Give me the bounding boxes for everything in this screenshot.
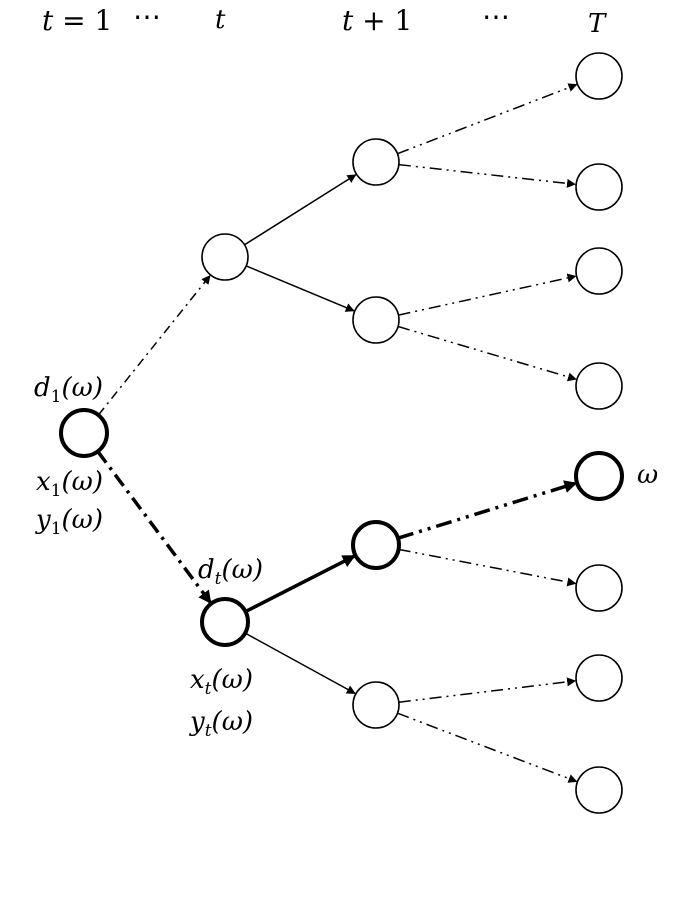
edge-t1_c-to-leaf_5 xyxy=(397,480,578,540)
leaf-node-6 xyxy=(575,564,623,612)
leaf-node-omega xyxy=(574,451,624,501)
leaf-node-2 xyxy=(575,163,623,211)
edge-t_lower-to-t1_d xyxy=(244,632,356,695)
edge-t1_b-to-leaf_4 xyxy=(397,325,577,382)
stage-t-decision-label: dt(ω) xyxy=(198,555,263,589)
root-state-y-label: y1(ω) xyxy=(35,505,103,539)
stage-header-T: T xyxy=(588,9,607,39)
stage-t1-node-d xyxy=(352,681,400,729)
stage-t1-node-b xyxy=(352,296,400,344)
leaf-node-4 xyxy=(575,362,623,410)
tree-nodes xyxy=(59,52,624,814)
edge-t_lower-to-t1_c xyxy=(244,554,356,614)
stage-t-node-upper xyxy=(201,233,249,281)
root-decision-label: d1(ω) xyxy=(34,373,103,407)
edge-t_upper-to-t1_b xyxy=(245,265,355,312)
stage-t-state-x-label: xt(ω) xyxy=(190,665,253,699)
edge-t1_d-to-leaf_8 xyxy=(397,712,578,783)
edge-t1_a-to-leaf_1 xyxy=(397,83,578,155)
leaf-node-3 xyxy=(575,247,623,295)
stage-header-t-plus-1: t + 1 xyxy=(342,4,412,37)
edge-root-to-t_upper xyxy=(97,274,211,416)
leaf-node-1 xyxy=(575,52,623,100)
scenario-omega-label: ω xyxy=(637,460,658,490)
edge-root-to-t_lower xyxy=(96,450,213,604)
edge-t1_a-to-leaf_2 xyxy=(398,163,576,188)
edge-t1_b-to-leaf_3 xyxy=(398,273,577,316)
stage-t1-node-a xyxy=(352,138,400,186)
stage-header-ellipsis-1: ⋯ xyxy=(133,0,161,33)
leaf-node-7 xyxy=(575,654,623,702)
stage-header-t1: t = 1 xyxy=(42,4,112,37)
tree-edges xyxy=(96,83,578,783)
stage-t-state-y-label: yt(ω) xyxy=(189,707,253,741)
leaf-node-8 xyxy=(575,766,623,814)
edge-t1_c-to-leaf_6 xyxy=(398,548,577,587)
edge-t1_d-to-leaf_7 xyxy=(398,677,577,703)
root-state-x-label: x1(ω) xyxy=(36,467,103,501)
root-node xyxy=(59,408,109,458)
stage-t1-node-c xyxy=(351,520,401,570)
stage-t-node-lower xyxy=(200,597,250,647)
stage-header-t: t xyxy=(215,5,226,35)
stage-header-ellipsis-2: ⋯ xyxy=(482,0,510,33)
edge-t_upper-to-t1_a xyxy=(244,174,357,246)
